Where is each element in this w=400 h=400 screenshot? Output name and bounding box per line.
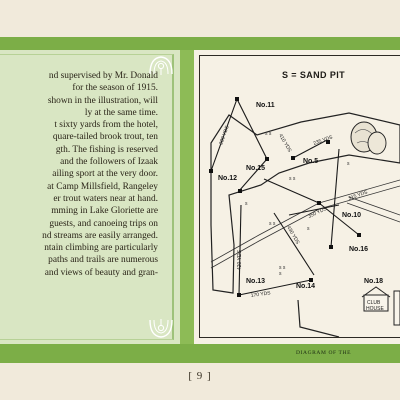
hole-label: No.5 <box>303 158 318 165</box>
text-line: ailing sport at the very door. <box>52 169 158 180</box>
hole-label: No.12 <box>218 175 237 182</box>
hole-label: No.18 <box>364 278 383 285</box>
map-legend: S = SAND PIT <box>282 70 346 80</box>
text-line: ly at the same time. <box>84 107 158 118</box>
distance-label: 170 YDS <box>250 290 271 299</box>
svg-text:s: s <box>245 201 248 207</box>
map-border <box>199 55 400 338</box>
hole-label: No.14 <box>296 283 315 290</box>
map-caption: DIAGRAM OF THE <box>296 350 352 356</box>
ornament-top-icon <box>149 56 173 75</box>
hole-label: No.16 <box>349 246 368 253</box>
text-line: ntain climbing are particularly <box>44 243 158 254</box>
svg-text:s: s <box>347 161 350 167</box>
distance-label: 200 YDS <box>218 124 231 145</box>
text-line: nd streams are easily arranged. <box>42 230 158 241</box>
hole-label: No.15 <box>246 165 265 172</box>
distance-label: 420 YDS <box>237 249 243 270</box>
text-line: shown in the illustration, will <box>47 95 158 106</box>
text-line: nd supervised by Mr. Donald <box>48 71 158 81</box>
hole-label: No.11 <box>256 102 275 109</box>
text-frame <box>0 50 180 344</box>
page-number: [ 9 ] <box>188 370 212 382</box>
green-gutter <box>180 50 194 344</box>
club-house-icon <box>361 286 400 326</box>
svg-text:s s: s s <box>279 265 286 271</box>
svg-text:s s: s s <box>269 221 276 227</box>
text-line: t sixty yards from the hotel, <box>54 120 158 131</box>
svg-text:s: s <box>307 226 310 232</box>
distance-label: 235 YDS <box>313 134 334 147</box>
text-line: gth. The fishing is reserved <box>55 144 158 155</box>
fairway-lines <box>210 98 360 296</box>
text-line: guests, and canoeing trips on <box>49 218 158 229</box>
svg-text:s s: s s <box>289 176 296 182</box>
hole-label: No.13 <box>246 278 265 285</box>
text-line: quare-tailed brook trout, ten <box>52 132 158 143</box>
text-line: and the followers of Izaak <box>60 157 158 168</box>
road <box>210 179 400 269</box>
text-line: at Camp Millsfield, Rangeley <box>47 181 158 192</box>
green-markers <box>209 97 361 297</box>
road-branch <box>346 196 400 223</box>
bottom-green-band <box>0 344 400 363</box>
hole-label: No.10 <box>342 212 361 219</box>
text-line: paths and trails are numerous <box>48 255 158 266</box>
text-line: mming in Lake Gloriette are <box>51 206 158 217</box>
tree-icon <box>367 131 387 155</box>
text-line: and views of beauty and gran- <box>44 267 158 278</box>
svg-text:s s: s s <box>265 131 272 137</box>
text-frame-border <box>0 54 174 340</box>
svg-text:s: s <box>279 271 282 277</box>
sand-pits: s s s s s s s s s s s s <box>245 131 350 277</box>
top-green-band <box>0 37 400 50</box>
text-line: for the season of 1915. <box>72 83 158 94</box>
club-house-label: CLUB <box>367 300 381 306</box>
body-text: nd supervised by Mr. Donald for the seas… <box>0 70 158 279</box>
text-line: er trout waters near at hand. <box>53 193 158 204</box>
golf-course-map: s s s s s s s s s s s s No.11 No.5 No.15… <box>209 97 400 337</box>
club-house-label: HOUSE <box>366 306 384 312</box>
ornament-bottom-icon <box>149 319 173 338</box>
boundary-segment <box>297 299 340 337</box>
distance-label: 410 YDS <box>277 133 292 154</box>
course-boundary <box>210 112 400 294</box>
